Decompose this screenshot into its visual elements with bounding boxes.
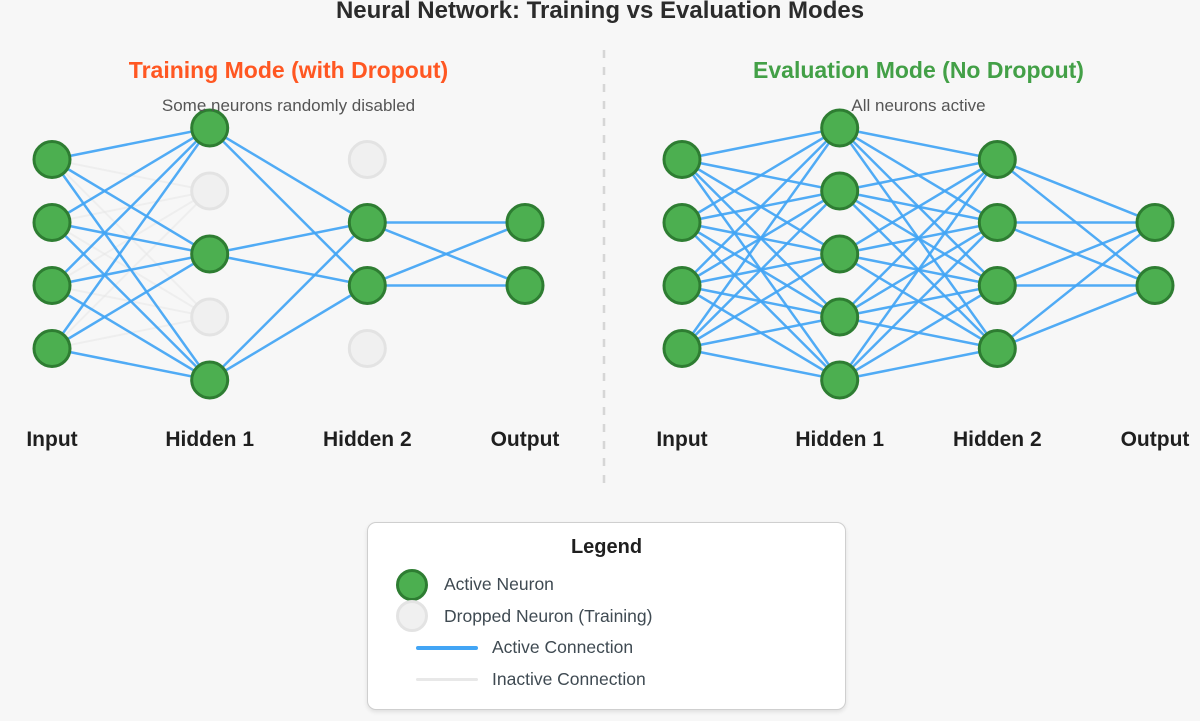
- active-connection: [51, 126, 210, 161]
- dropped-neuron-icon: [396, 600, 428, 633]
- dropped-neuron: [190, 171, 230, 211]
- active-connection: [839, 158, 998, 256]
- training-panel-subtitle: Some neurons randomly disabled: [161, 96, 416, 115]
- active-connection: [996, 221, 1156, 287]
- active-connection: [681, 126, 840, 161]
- active-connection: [51, 347, 210, 382]
- active-neuron: [820, 297, 860, 337]
- active-neuron: [662, 329, 702, 368]
- active-neuron: [662, 203, 702, 242]
- inactive-connection-icon: [416, 677, 478, 681]
- active-connection: [838, 158, 999, 318]
- active-connection: [681, 190, 841, 350]
- active-neuron: [1135, 266, 1175, 305]
- legend-label: Dropped Neuron (Training): [444, 605, 653, 626]
- active-connection: [51, 284, 211, 382]
- active-neuron: [505, 266, 545, 305]
- layer-label: Hidden 1: [795, 428, 884, 451]
- training-panel-title: Training Mode (with Dropout): [128, 57, 449, 83]
- legend-box: Legend Active Neuron Dropped Neuron (Tra…: [367, 522, 846, 710]
- active-neuron: [662, 266, 702, 305]
- active-neuron: [662, 140, 702, 179]
- evaluation-panel-title: Evaluation Mode (No Dropout): [753, 57, 1084, 83]
- dropped-neuron: [347, 140, 387, 179]
- network-diagram: Input Hidden 1 Hidden 2 Output Input Hidden 1…: [26, 50, 1190, 486]
- active-connection: [209, 252, 368, 287]
- active-connection: [208, 127, 369, 287]
- active-connection: [209, 126, 368, 224]
- active-connection: [209, 284, 368, 382]
- active-connection: [680, 127, 841, 350]
- layer-label: Input: [656, 428, 707, 451]
- active-neuron: [32, 329, 72, 368]
- active-connection: [838, 158, 999, 381]
- active-connection: [50, 127, 211, 350]
- layer-label: Hidden 2: [323, 428, 412, 451]
- active-neuron: [977, 266, 1017, 305]
- evaluation-panel-subtitle: All neurons active: [851, 96, 986, 115]
- active-connection: [681, 252, 841, 350]
- active-connection: [51, 252, 211, 350]
- active-connection: [51, 127, 211, 287]
- active-neuron: [820, 108, 860, 148]
- legend-label: Active Connection: [492, 637, 634, 658]
- evaluation-network: Input Hidden 1 Hidden 2 Output: [656, 108, 1190, 451]
- layer-label: Hidden 2: [953, 428, 1042, 451]
- training-network: Input Hidden 1 Hidden 2 Output: [26, 108, 560, 451]
- legend-item-active-neuron: Active Neuron: [368, 568, 845, 601]
- legend-item-dropped-neuron: Dropped Neuron (Training): [368, 600, 845, 633]
- active-connection: [839, 158, 998, 193]
- layer-label: Input: [26, 428, 77, 451]
- active-neuron-icon: [396, 568, 428, 601]
- active-neuron: [32, 203, 72, 242]
- active-connection: [996, 221, 1156, 350]
- active-neuron: [190, 108, 230, 148]
- layer-label: Hidden 1: [165, 428, 254, 451]
- active-connection-icon: [416, 646, 478, 650]
- active-neuron: [977, 140, 1017, 179]
- active-connection: [838, 221, 999, 381]
- active-neuron: [505, 203, 545, 242]
- active-neuron: [820, 360, 860, 400]
- legend-label: Inactive Connection: [492, 668, 646, 689]
- layer-label: Output: [491, 428, 560, 451]
- active-neuron: [32, 266, 72, 305]
- active-neuron: [820, 171, 860, 211]
- active-neuron: [347, 203, 387, 242]
- legend-item-inactive-connection: Inactive Connection: [368, 664, 845, 696]
- active-connection: [681, 315, 840, 350]
- active-connection: [51, 252, 210, 287]
- active-neuron: [1135, 203, 1175, 242]
- active-connection: [51, 126, 211, 224]
- active-neuron: [977, 329, 1017, 368]
- active-neuron: [820, 234, 860, 274]
- active-connection: [681, 347, 840, 382]
- active-connection: [681, 126, 841, 224]
- active-connection: [208, 221, 369, 381]
- active-neuron: [190, 234, 230, 274]
- dropped-neuron: [347, 329, 387, 368]
- active-connection: [996, 284, 1156, 350]
- active-connection: [681, 127, 841, 287]
- active-neuron: [977, 203, 1017, 242]
- layer-label: Output: [1121, 428, 1190, 451]
- legend-item-active-connection: Active Connection: [368, 632, 845, 664]
- legend-label: Active Neuron: [444, 574, 554, 595]
- active-connection: [209, 221, 368, 256]
- active-connection: [839, 126, 998, 161]
- active-neuron: [32, 140, 72, 179]
- active-connection: [366, 221, 526, 287]
- legend-title: Legend: [570, 536, 643, 558]
- active-neuron: [190, 360, 230, 400]
- page-title: Neural Network: Training vs Evaluation M…: [335, 0, 865, 24]
- active-neuron: [347, 266, 387, 305]
- active-connection: [839, 347, 998, 382]
- dropped-neuron: [190, 297, 230, 337]
- active-connection: [839, 284, 998, 382]
- active-connection: [996, 158, 1156, 224]
